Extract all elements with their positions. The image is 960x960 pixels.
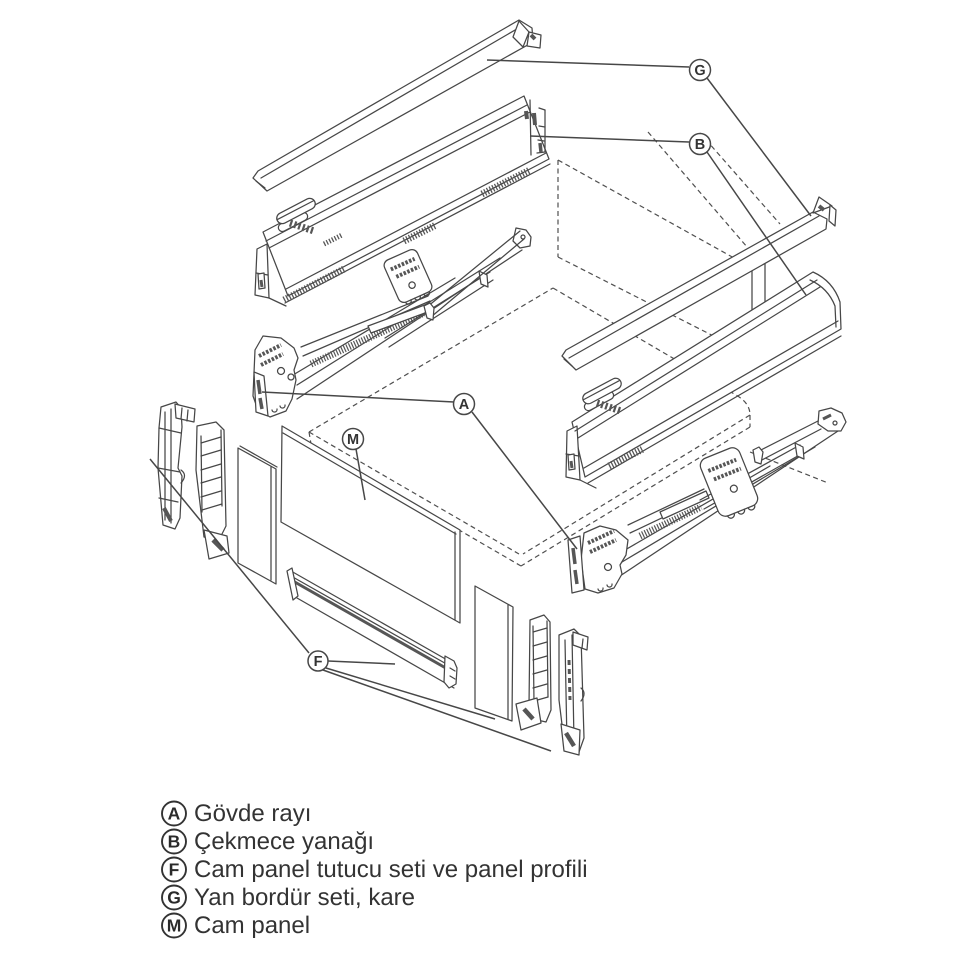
svg-text:M: M bbox=[347, 432, 359, 448]
svg-text:G: G bbox=[167, 887, 181, 907]
svg-text:A: A bbox=[168, 803, 181, 823]
svg-text:A: A bbox=[459, 397, 470, 413]
svg-text:M: M bbox=[167, 915, 182, 935]
svg-text:Çekmece yanağı: Çekmece yanağı bbox=[194, 828, 374, 855]
svg-text:B: B bbox=[168, 831, 181, 851]
svg-text:B: B bbox=[695, 137, 705, 153]
svg-text:F: F bbox=[169, 859, 180, 879]
svg-text:F: F bbox=[314, 654, 323, 670]
svg-text:Yan bordür seti, kare: Yan bordür seti, kare bbox=[194, 884, 415, 911]
svg-text:Cam panel: Cam panel bbox=[194, 912, 310, 939]
svg-text:Cam panel tutucu seti ve panel: Cam panel tutucu seti ve panel profili bbox=[194, 856, 588, 883]
svg-text:Gövde rayı: Gövde rayı bbox=[194, 800, 311, 827]
svg-text:G: G bbox=[694, 63, 705, 79]
